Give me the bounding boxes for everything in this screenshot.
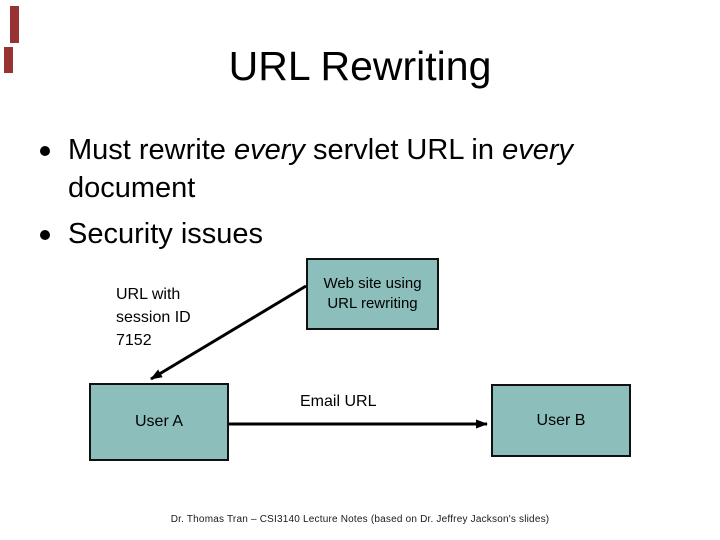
web-site-box-line1: Web site using <box>323 275 422 292</box>
corner-accent-bottom <box>4 47 13 73</box>
session-id-label-line2: session ID <box>116 309 191 326</box>
bullet-dot-icon <box>40 230 50 240</box>
footer-credit: Dr. Thomas Tran – CSI3140 Lecture Notes … <box>170 514 550 525</box>
bullet1-seg3: servlet URL in <box>304 134 503 166</box>
user-b-box: User B <box>491 384 631 457</box>
bullet1-seg1: Must rewrite <box>68 134 234 166</box>
page-title: URL Rewriting <box>228 43 492 89</box>
bullet-item-security: Security issues <box>40 215 660 253</box>
bullet-item-rewrite: Must rewrite every servlet URL in every … <box>40 131 660 207</box>
bullet1-emphasis2: every <box>502 134 573 166</box>
session-id-label-line3: 7152 <box>116 332 152 349</box>
corner-accent-top <box>10 6 19 43</box>
session-id-label-line1: URL with <box>116 286 181 303</box>
bullet1-line2: document <box>68 172 196 204</box>
bullet1-emphasis1: every <box>233 134 305 166</box>
user-b-label: User B <box>536 411 586 429</box>
email-url-label: Email URL <box>300 393 377 410</box>
bullet-text: Security issues <box>68 218 264 250</box>
web-site-box-line2: URL rewriting <box>327 295 418 312</box>
web-site-box: Web site using URL rewriting <box>306 258 439 330</box>
bullet-list: Must rewrite every servlet URL in every … <box>40 131 660 253</box>
user-a-box: User A <box>89 383 229 461</box>
user-a-label: User A <box>134 413 183 430</box>
bullet-text: Must rewrite every servlet URL in every … <box>68 131 660 207</box>
bullet-dot-icon <box>40 146 50 156</box>
session-id-label: URL with session ID 7152 <box>116 283 191 352</box>
